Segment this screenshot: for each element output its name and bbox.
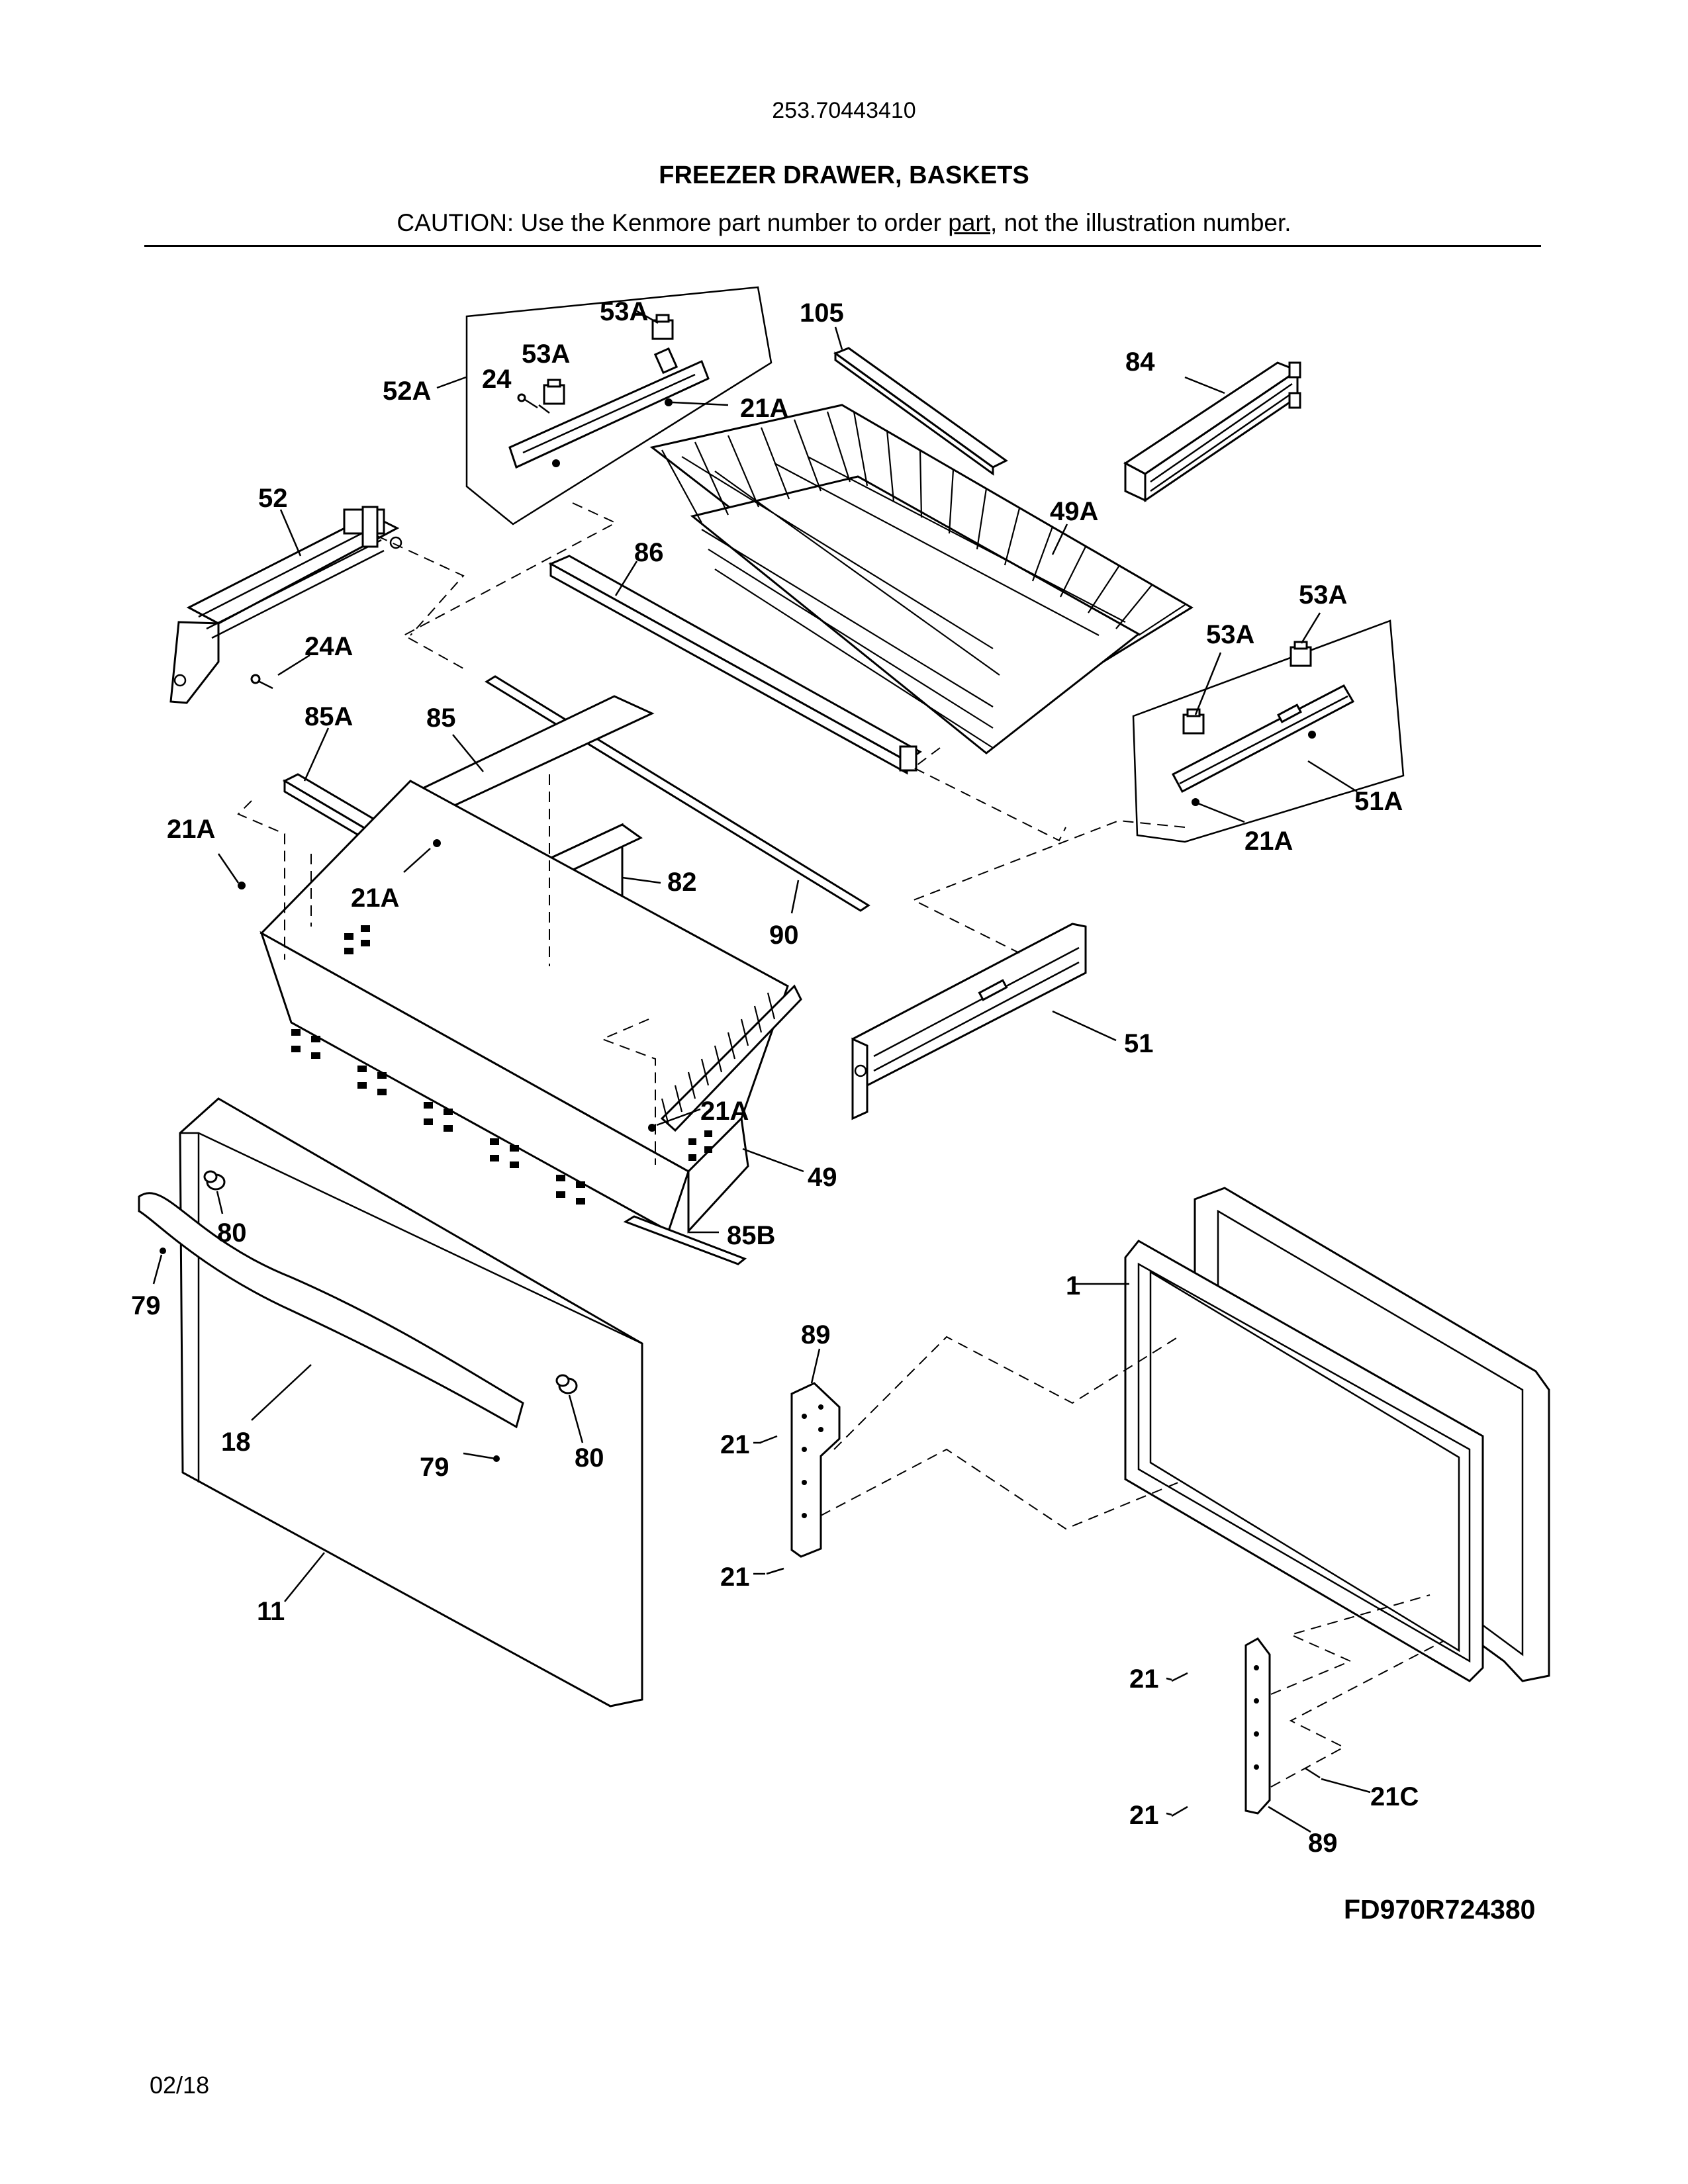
bumper-80-right <box>555 1374 578 1394</box>
screw-21a-basket-c <box>648 1124 656 1132</box>
detail-box-52a <box>465 286 773 525</box>
callout-85a: 85A <box>305 702 353 731</box>
callout-85: 85 <box>426 704 456 733</box>
caution-text-start: CAUTION: Use the Kenmore part number to … <box>397 209 949 236</box>
bumper-53a-left <box>543 379 565 405</box>
slide-rail-51 <box>851 923 1087 1120</box>
callout-53a-right: 53A <box>1206 620 1254 649</box>
leader-lines <box>152 310 1371 1833</box>
wire-basket-49a <box>649 404 1194 754</box>
callout-80-left: 80 <box>217 1218 247 1248</box>
page-title: FREEZER DRAWER, BASKETS <box>659 161 1029 189</box>
callout-11: 11 <box>257 1597 285 1626</box>
header-rule <box>144 245 1541 247</box>
callout-21a-left: 21A <box>167 815 215 844</box>
callout-53a-box: 53A <box>522 340 570 369</box>
bumper-53a-top <box>651 314 674 340</box>
rod-85b <box>623 1215 747 1265</box>
screw-21a-box-d <box>1192 798 1199 806</box>
screw-79-right <box>493 1455 500 1462</box>
main-basket-49 <box>238 780 802 1234</box>
callout-85b: 85B <box>727 1221 775 1250</box>
callout-80-right: 80 <box>575 1443 604 1473</box>
callout-51a: 51A <box>1354 787 1403 816</box>
handle-18 <box>138 1192 524 1429</box>
bumper-53a-right-left <box>1182 708 1205 735</box>
drawer-front-11 <box>179 1097 643 1707</box>
callout-52a: 52A <box>383 377 431 406</box>
assembly-dashed-lines <box>237 502 1444 1788</box>
callout-21a-basket: 21A <box>700 1097 749 1126</box>
callout-82: 82 <box>667 868 697 897</box>
callout-24a: 24A <box>305 632 353 661</box>
callout-79-right: 79 <box>420 1453 449 1482</box>
bracket-89-right <box>1244 1637 1271 1815</box>
callout-84: 84 <box>1125 347 1155 377</box>
caution-text-end: , not the illustration number. <box>990 209 1291 236</box>
callout-21-right-top: 21 <box>1129 1664 1159 1694</box>
date-code: 02/18 <box>150 2071 210 2099</box>
callout-53a-right-top: 53A <box>1299 580 1347 610</box>
screw-79-left <box>160 1248 166 1254</box>
callout-89-center: 89 <box>801 1320 831 1349</box>
screw-21a-box-a <box>665 398 673 406</box>
diagram-code: FD970R724380 <box>1344 1894 1536 1925</box>
screw-21a-box-c <box>1308 731 1316 739</box>
gasket-1 <box>1124 1240 1484 1682</box>
screw-21a-basket-b <box>433 839 441 847</box>
callout-49a: 49A <box>1050 497 1098 526</box>
screw-24 <box>517 393 538 409</box>
divider-84 <box>1123 361 1301 502</box>
screw-21a-box-b <box>552 459 560 467</box>
screw-24a <box>250 674 273 690</box>
screw-21-right-a <box>1171 1672 1188 1682</box>
rear-bar-105 <box>833 347 1008 476</box>
callout-105: 105 <box>800 298 844 328</box>
model-number: 253.70443410 <box>772 98 916 123</box>
callout-51: 51 <box>1124 1029 1154 1058</box>
callout-21-center-bottom: 21 <box>720 1563 750 1592</box>
front-trim-86 <box>548 555 922 775</box>
callout-49: 49 <box>808 1163 837 1192</box>
callout-1: 1 <box>1066 1271 1080 1300</box>
bracket-89-center <box>790 1382 841 1558</box>
callout-90: 90 <box>769 921 799 950</box>
slide-rail-52 <box>169 506 402 704</box>
callout-79-left: 79 <box>131 1291 161 1320</box>
callout-53a-top: 53A <box>600 297 648 326</box>
callout-52: 52 <box>258 484 288 513</box>
callout-89-right: 89 <box>1308 1829 1338 1858</box>
callout-21c: 21C <box>1370 1782 1419 1811</box>
screw-21-center-b <box>766 1567 784 1575</box>
screw-21a-basket-a <box>238 882 246 889</box>
callout-21a-box: 21A <box>740 394 788 423</box>
callout-labels: 53A 53A 105 84 24 52A 21A 52 49A 86 53A … <box>131 297 1419 1858</box>
callout-21a-mid: 21A <box>351 884 399 913</box>
callout-86: 86 <box>634 538 664 567</box>
slide-rail-51a <box>1171 684 1355 794</box>
detail-box-51a <box>1132 619 1405 843</box>
caution-note: CAUTION: Use the Kenmore part number to … <box>0 209 1688 237</box>
bumper-53a-right-top <box>1289 641 1312 667</box>
slide-rail-52a <box>508 347 710 469</box>
screw-21-center-a <box>759 1435 778 1444</box>
callout-21a-right: 21A <box>1244 827 1293 856</box>
callout-24: 24 <box>482 365 512 394</box>
callout-18: 18 <box>221 1428 251 1457</box>
caution-underlined-word: part <box>948 209 991 236</box>
callout-21-right-bottom: 21 <box>1129 1801 1159 1830</box>
screw-21c <box>1305 1767 1321 1779</box>
callout-21-center-top: 21 <box>720 1430 750 1459</box>
screw-21-right-b <box>1171 1805 1188 1817</box>
bumper-80-left <box>203 1170 226 1191</box>
